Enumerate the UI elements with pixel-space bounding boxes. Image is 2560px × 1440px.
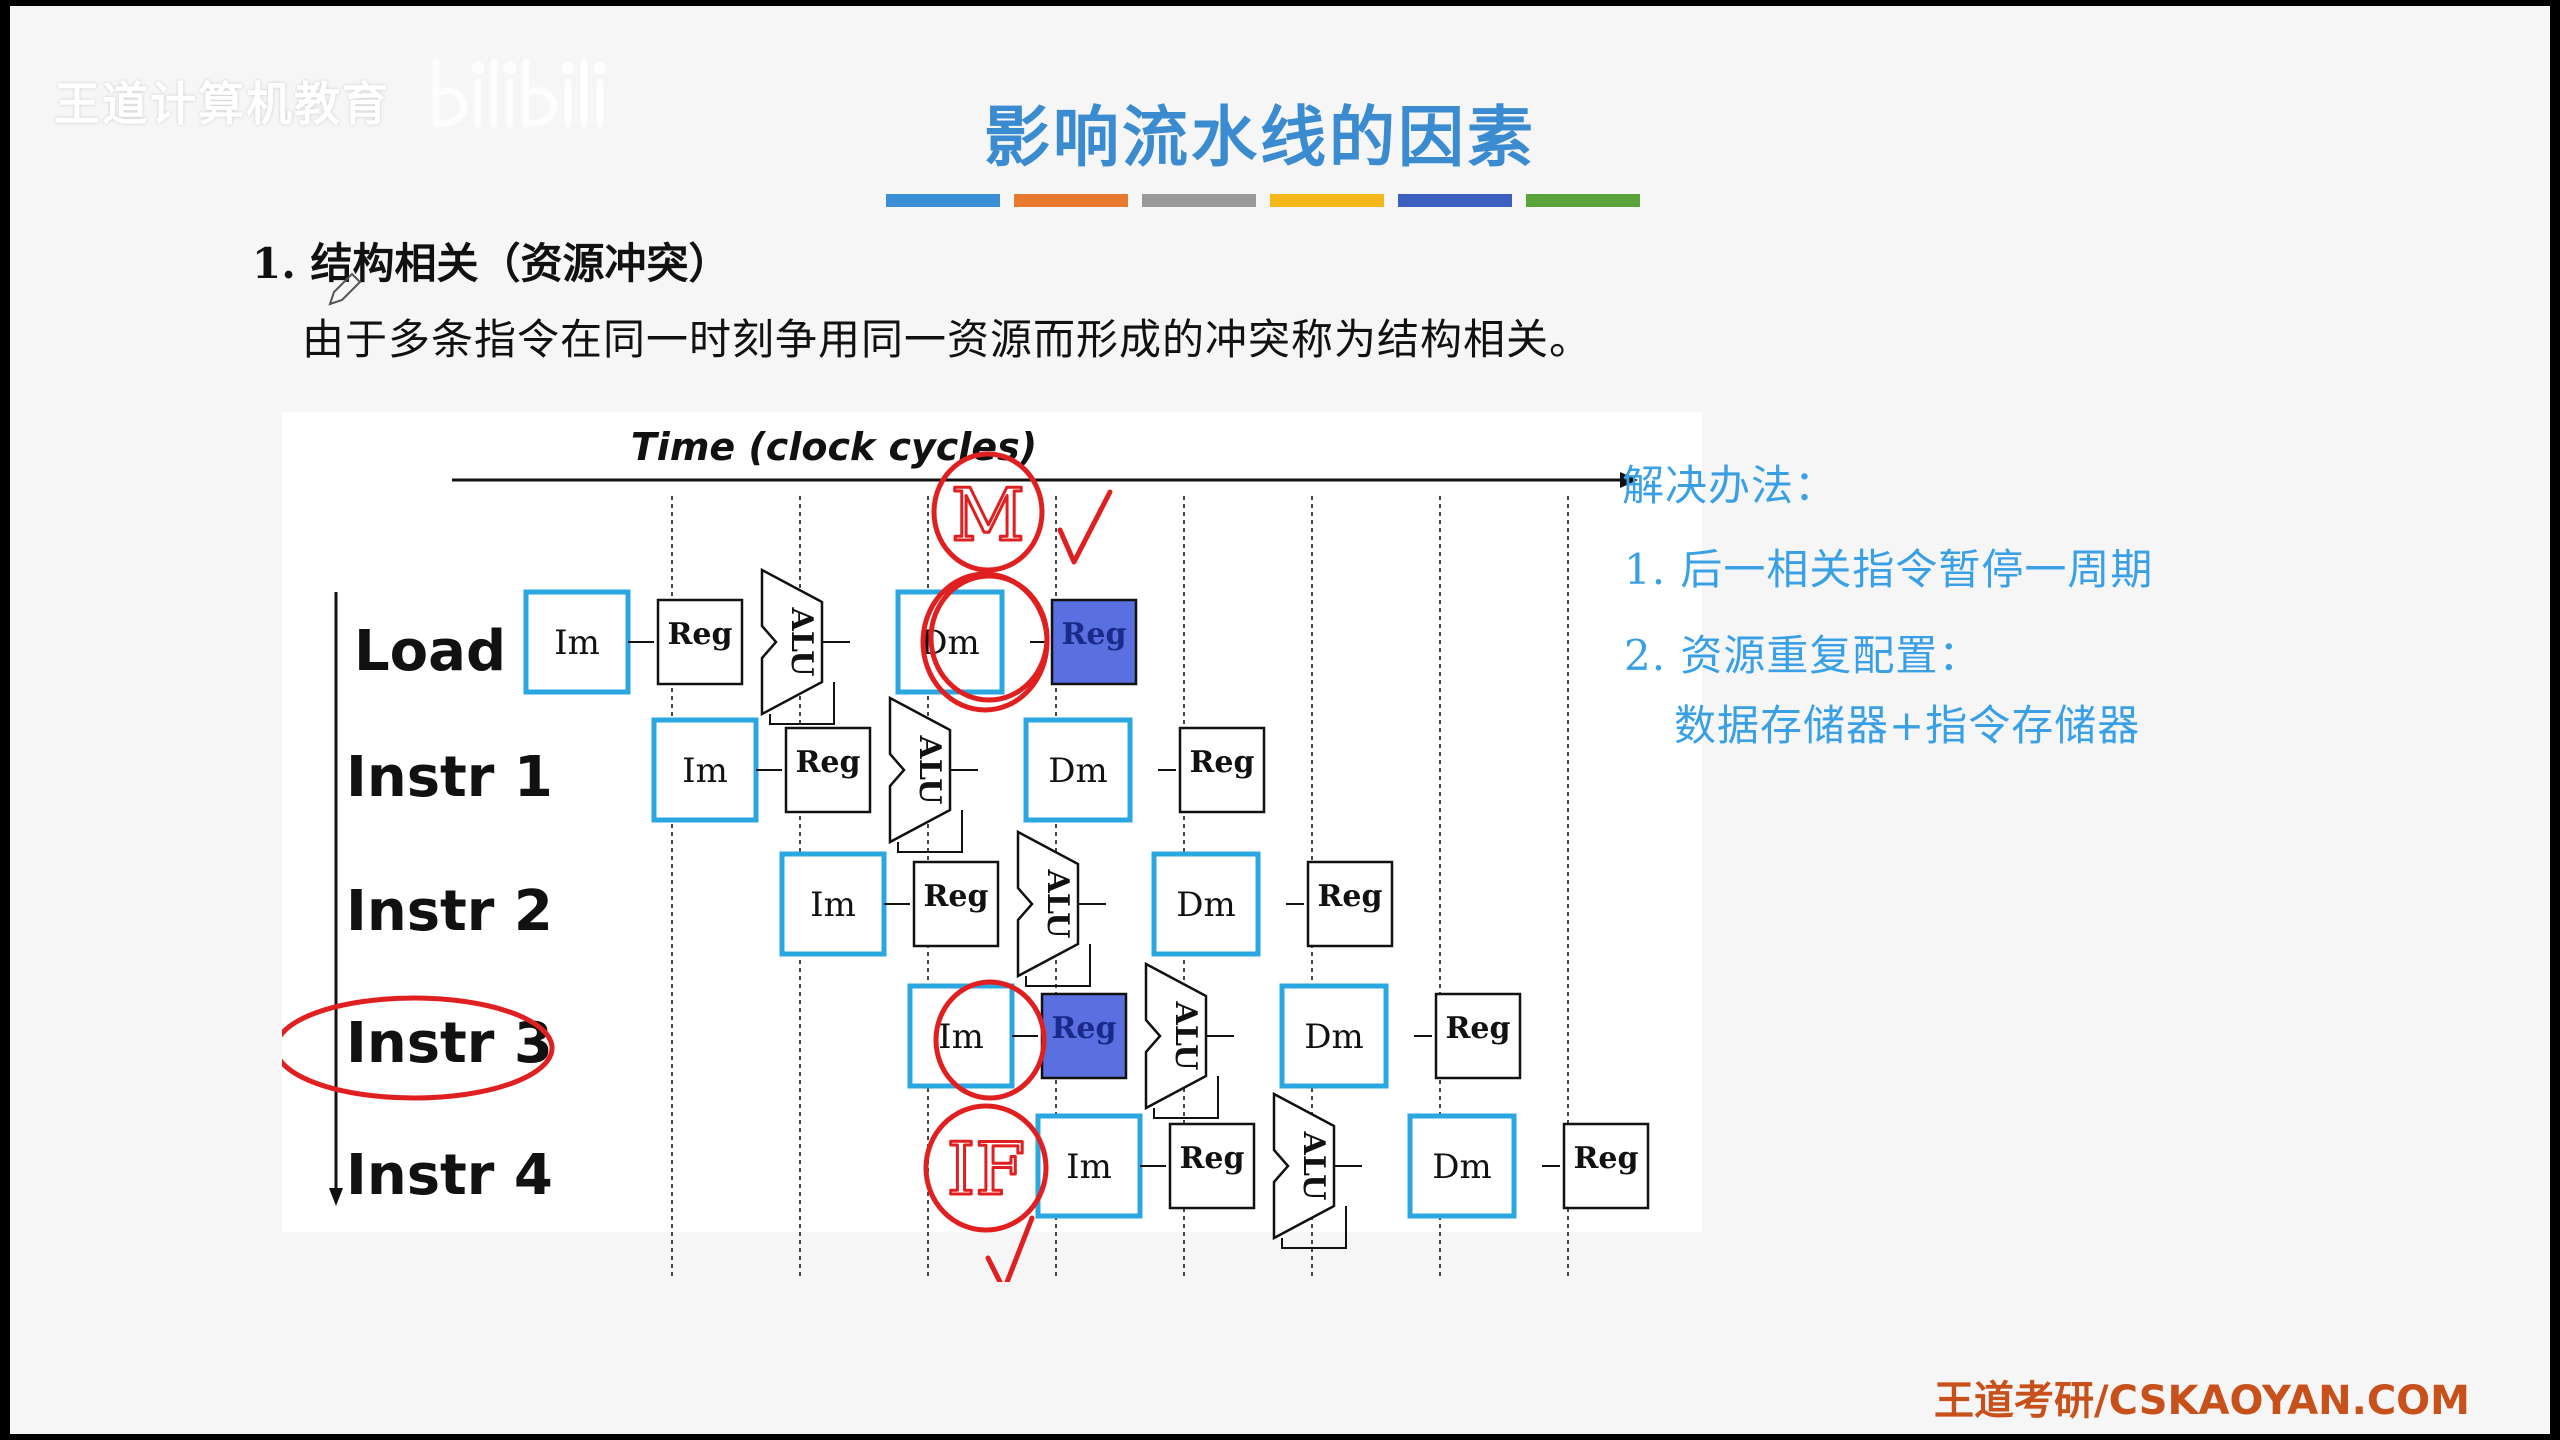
reg-write-box — [1050, 598, 1138, 686]
time-axis-label: Time (clock cycles) — [631, 425, 1037, 469]
pen-circle-m — [931, 451, 1045, 573]
im-stage-label: Im — [938, 1017, 984, 1057]
alu-stage-shadow — [1281, 1206, 1347, 1249]
dm-stage-box — [1151, 851, 1261, 957]
reg-write-label: Reg — [1062, 617, 1127, 652]
alu-stage-shape — [760, 567, 824, 717]
reg-read-box — [1168, 1122, 1256, 1210]
instruction-row-label: Load — [354, 619, 506, 684]
alu-stage-shadow — [769, 682, 835, 725]
pen-check-top — [1057, 489, 1113, 565]
instruction-row-label: Instr 4 — [346, 1143, 553, 1208]
alu-stage-shape — [1272, 1091, 1336, 1241]
instruction-axis-arrowhead — [329, 1188, 343, 1206]
im-stage-label: Im — [1066, 1147, 1112, 1187]
color-bar-segment — [1270, 194, 1384, 207]
dm-stage-label: Dm — [1048, 751, 1108, 791]
solution-item-1: 1. 后一相关指令暂停一周期 — [1624, 545, 2154, 594]
instruction-row-label: Instr 3 — [346, 1011, 553, 1076]
alu-stage-label: ALU — [912, 735, 947, 805]
alu-stage-shadow — [1153, 1076, 1219, 1119]
solution-heading: 解决办法： — [1622, 461, 1838, 510]
im-stage-box — [523, 589, 631, 695]
pen-mark-if: IF — [947, 1127, 1025, 1211]
alu-stage-label: ALU — [1040, 869, 1075, 939]
diagram-background — [282, 412, 1702, 1232]
pen-mark-m: M — [951, 473, 1025, 557]
pen-circle-im — [933, 979, 1047, 1101]
im-stage-label: Im — [554, 623, 600, 663]
color-bar-segment — [1014, 194, 1128, 207]
pen-circle-instr3 — [282, 995, 555, 1101]
dm-stage-box — [1407, 1113, 1517, 1219]
alu-stage-shape — [888, 695, 952, 845]
page-title: 影响流水线的因素 — [984, 98, 1536, 176]
reg-write-box — [1178, 726, 1266, 814]
time-axis-arrowhead — [1620, 472, 1638, 488]
reg-write-box — [1562, 1122, 1650, 1210]
reg-write-box — [1434, 992, 1522, 1080]
dm-stage-box — [895, 589, 1005, 695]
reg-read-label: Reg — [1052, 1011, 1117, 1046]
slide: 王道计算机教育 影响流水线的因素 1. 结构相关（资源冲突） 由于多条指令在同一… — [10, 6, 2550, 1434]
dm-stage-box — [1279, 983, 1389, 1089]
pen-check-bottom — [985, 1215, 1035, 1282]
dm-stage-label: Dm — [1176, 885, 1236, 925]
reg-read-box — [1040, 992, 1128, 1080]
reg-write-box — [1306, 860, 1394, 948]
solution-item-2: 2. 资源重复配置： — [1624, 631, 1982, 680]
alu-stage-label: ALU — [1168, 1001, 1203, 1071]
reg-read-box — [656, 598, 744, 686]
reg-write-label: Reg — [1446, 1011, 1511, 1046]
bilibili-logo-icon — [432, 58, 607, 128]
dm-stage-label: Dm — [1304, 1017, 1364, 1057]
instruction-row-label: Instr 1 — [346, 745, 553, 810]
alu-stage-shadow — [897, 810, 963, 853]
reg-read-label: Reg — [1180, 1141, 1245, 1176]
section-description: 由于多条指令在同一时刻争用同一资源而形成的冲突称为结构相关。 — [302, 315, 1593, 364]
reg-write-label: Reg — [1318, 879, 1383, 914]
section-heading: 1. 结构相关（资源冲突） — [252, 239, 731, 288]
im-stage-label: Im — [810, 885, 856, 925]
alu-stage-shadow — [1025, 944, 1091, 987]
pen-circle-if — [923, 1103, 1049, 1233]
reg-read-label: Reg — [796, 745, 861, 780]
color-bar-segment — [1398, 194, 1512, 207]
dm-stage-box — [1023, 717, 1133, 823]
color-bar-segment — [886, 194, 1000, 207]
reg-read-box — [912, 860, 1000, 948]
pen-cursor-icon — [328, 272, 362, 306]
solution-item-3: 数据存储器+指令存储器 — [1674, 701, 2141, 750]
im-stage-box — [907, 983, 1015, 1089]
pen-circle-dm-2 — [928, 573, 1050, 703]
footer-brand: 王道考研/CSKAOYAN.COM — [1934, 1378, 2470, 1424]
reg-read-label: Reg — [668, 617, 733, 652]
alu-stage-label: ALU — [784, 607, 819, 677]
color-bar-segment — [1526, 194, 1640, 207]
reg-write-label: Reg — [1190, 745, 1255, 780]
dm-stage-label: Dm — [1432, 1147, 1492, 1187]
alu-stage-shape — [1144, 961, 1208, 1111]
alu-stage-shape — [1016, 829, 1080, 979]
reg-read-box — [784, 726, 872, 814]
instruction-row-label: Instr 2 — [346, 879, 553, 944]
im-stage-label: Im — [682, 751, 728, 791]
color-bar-segment — [1142, 194, 1256, 207]
im-stage-box — [651, 717, 759, 823]
alu-stage-label: ALU — [1296, 1131, 1331, 1201]
watermark-text: 王道计算机教育 — [54, 77, 390, 131]
reg-write-label: Reg — [1574, 1141, 1639, 1176]
reg-read-label: Reg — [924, 879, 989, 914]
